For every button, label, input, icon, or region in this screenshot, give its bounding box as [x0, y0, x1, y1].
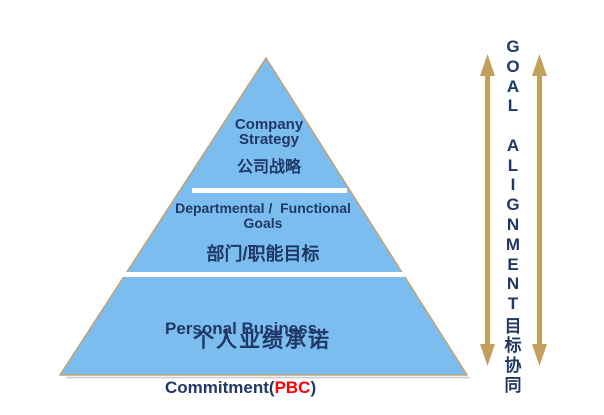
- vertical-text-char: A: [506, 76, 520, 96]
- vertical-text-char: M: [505, 234, 521, 254]
- vertical-text-char: 同: [504, 375, 522, 395]
- pbc-en-line2-suffix: ): [310, 377, 317, 397]
- left-alignment-arrow: [480, 54, 495, 366]
- company-strategy-en-line2: Strategy: [238, 130, 300, 148]
- tier-company-strategy: Company Strategy 公司战略: [169, 116, 369, 178]
- vertical-text-char: N: [506, 215, 520, 235]
- vertical-text-char: L: [507, 96, 519, 116]
- tier-divider-1: [192, 188, 347, 193]
- vertical-text-char: T: [507, 294, 519, 314]
- pbc-abbreviation: PBC: [274, 377, 311, 397]
- vertical-text-char: G: [506, 195, 520, 215]
- tier-departmental-goals: Departmental / Functional Goals 部门/职能目标: [158, 200, 368, 265]
- left-arrow-down-head: [480, 344, 495, 366]
- vertical-text-char: I: [510, 175, 516, 195]
- vertical-text-char: E: [507, 254, 519, 274]
- right-arrow-down-head: [532, 344, 547, 366]
- vertical-text-char: G: [506, 36, 520, 56]
- vertical-text-char: A: [506, 135, 520, 155]
- right-alignment-arrow: [532, 54, 547, 366]
- company-strategy-zh: 公司战略: [236, 159, 301, 176]
- left-arrow-up-head: [480, 54, 495, 76]
- departmental-goals-zh: 部门/职能目标: [206, 244, 320, 264]
- pbc-en-line2: Commitment(PBC): [165, 378, 395, 398]
- right-arrow-up-head: [532, 54, 547, 76]
- pbc-zh: 个人业绩承诺: [193, 329, 331, 352]
- vertical-text-char: 协: [504, 356, 522, 376]
- vertical-text-char: 标: [504, 336, 522, 356]
- company-strategy-en-line1: Company: [234, 116, 304, 133]
- pbc-en-line1: Personal Business: [165, 319, 318, 338]
- departmental-goals-en-line1: Departmental / Functional: [175, 200, 351, 216]
- vertical-text-char: L: [507, 155, 519, 175]
- tier-personal-business-commitment: Personal Business Commitment(PBC): [165, 280, 395, 415]
- pbc-en-line2-prefix: Commitment(: [165, 377, 275, 397]
- vertical-text-char: N: [506, 274, 520, 294]
- vertical-text-char: 目: [504, 316, 522, 336]
- departmental-goals-en-line2: Goals: [243, 215, 283, 231]
- vertical-text-char: O: [506, 56, 520, 76]
- pyramid-shape: [59, 57, 468, 376]
- tier-divider-2: [111, 272, 405, 277]
